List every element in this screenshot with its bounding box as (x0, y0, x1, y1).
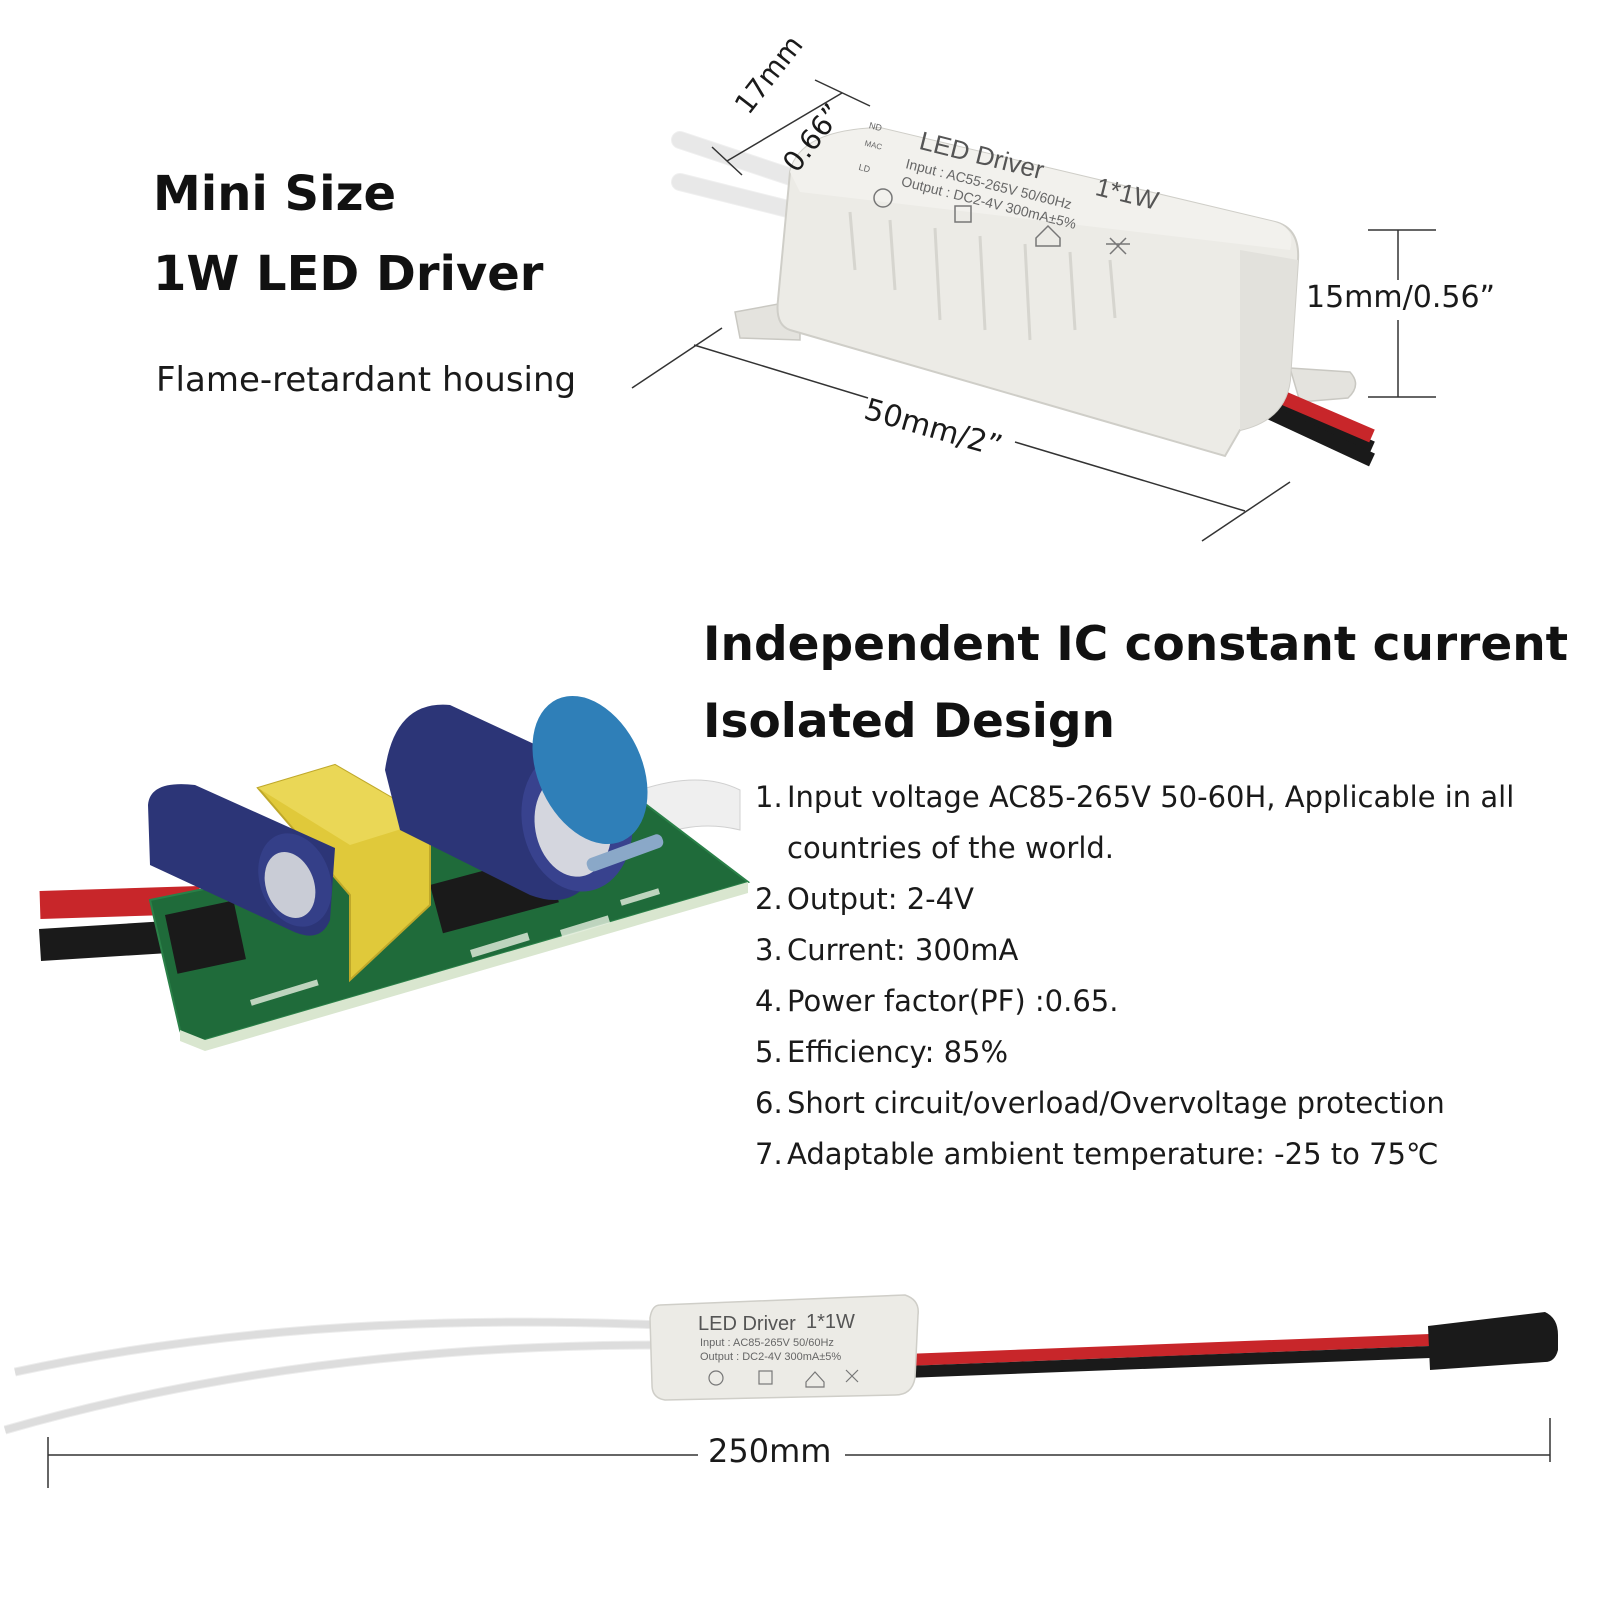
double-insulation-icon (954, 205, 972, 223)
spec-item: 5.Efficiency: 85% (755, 1035, 1009, 1069)
led-driver-title: 1W LED Driver (153, 246, 544, 302)
flame-retardant-subtitle: Flame-retardant housing (156, 360, 577, 400)
small-weee-icon (845, 1369, 859, 1383)
small-class-symbol-icon (708, 1370, 724, 1386)
housing-mac-text: MAC (864, 139, 884, 152)
class-symbol-icon (873, 188, 893, 208)
small-housing-brand-text: LED Driver (698, 1313, 796, 1335)
indoor-use-icon (1035, 224, 1061, 247)
small-housing-power-text: 1*1W (806, 1311, 855, 1333)
height-dimension-label: 15mm/0.56” (1306, 280, 1496, 315)
spec-item: 1.Input voltage AC85-265V 50-60H, Applic… (755, 780, 1515, 814)
spec-item: 2.Output: 2-4V (755, 882, 974, 916)
isolated-design-title: Isolated Design (703, 694, 1116, 749)
spec-list: 1.Input voltage AC85-265V 50-60H, Applic… (755, 772, 1555, 1180)
housing-nd-text: ND (868, 120, 884, 133)
spec-item: 3.Current: 300mA (755, 933, 1019, 967)
ic-constant-current-title: Independent IC constant current (703, 617, 1569, 672)
total-length-label: 250mm (708, 1432, 832, 1470)
mini-size-title: Mini Size (153, 166, 397, 222)
spec-item: 4.Power factor(PF) :0.65. (755, 984, 1119, 1018)
small-housing-output-text: Output : DC2-4V 300mA±5% (700, 1351, 841, 1363)
spec-item: 7.Adaptable ambient temperature: -25 to … (755, 1137, 1439, 1171)
small-indoor-use-icon (805, 1371, 825, 1388)
spec-item: 6.Short circuit/overload/Overvoltage pro… (755, 1086, 1445, 1120)
small-double-insulation-icon (758, 1370, 773, 1385)
weee-icon (1106, 237, 1130, 255)
housing-ld-text: LD (858, 162, 872, 175)
small-housing-input-text: Input : AC85-265V 50/60Hz (700, 1337, 834, 1349)
spec-item-continued: countries of the world. (787, 831, 1115, 865)
